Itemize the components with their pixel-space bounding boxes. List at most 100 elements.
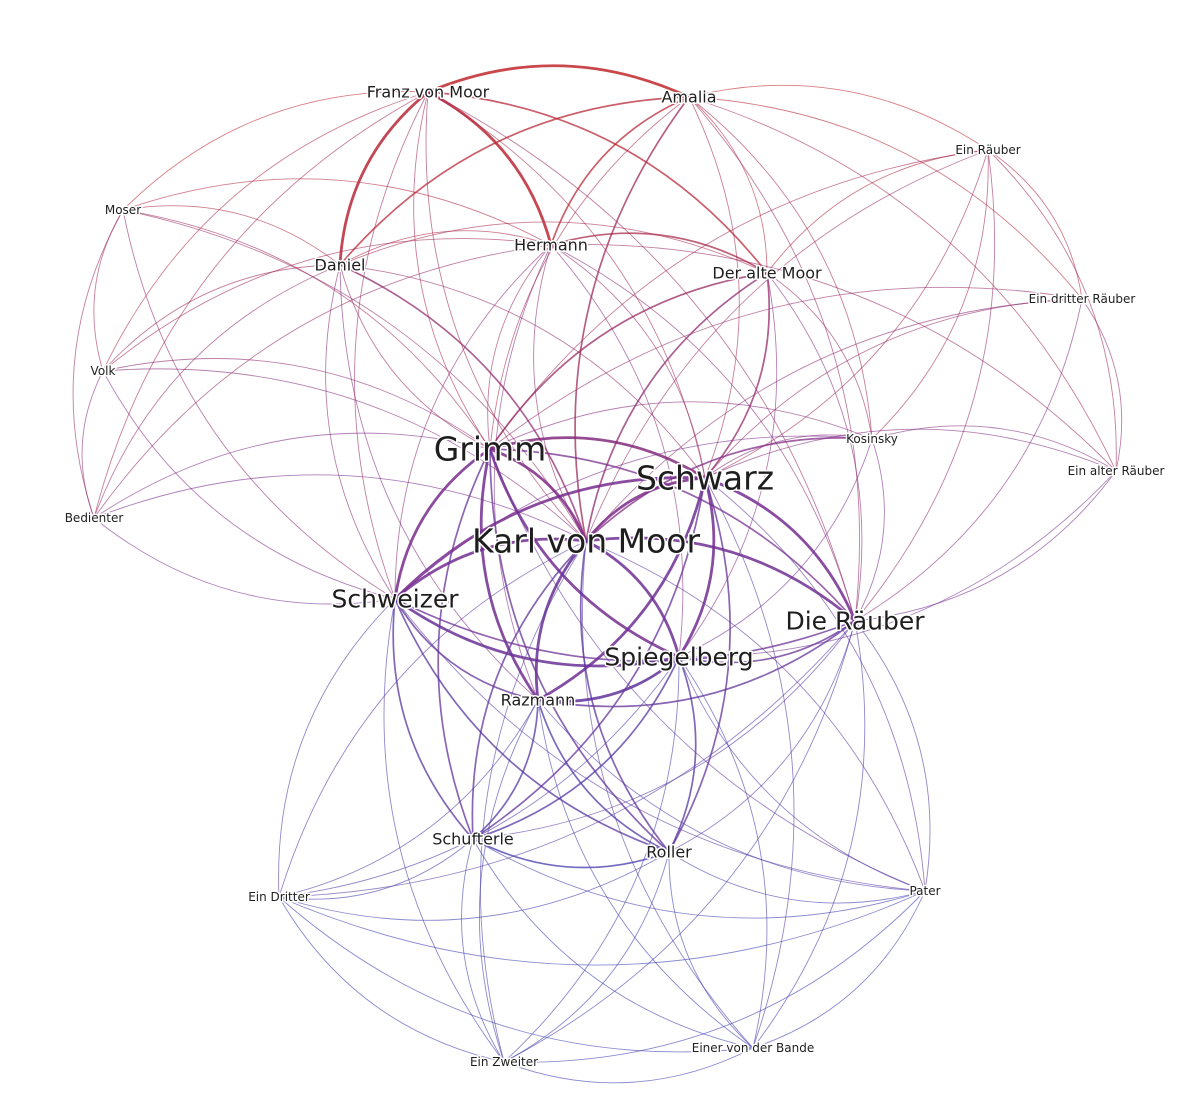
edge-daniel-grimm [339, 264, 491, 450]
node-label-bedienter[interactable]: Bedienter [63, 510, 125, 527]
node-label-schweizer[interactable]: Schweizer [330, 583, 461, 615]
node-label-moser[interactable]: Moser [103, 202, 142, 219]
edge-altemoor-spiegelberg [678, 272, 778, 658]
edge-hermann-raeuber [550, 244, 856, 622]
node-label-daniel[interactable]: Daniel [313, 254, 367, 276]
edge-volk-schweizer [102, 370, 396, 600]
edge-roller-einerbande [668, 851, 754, 1049]
node-label-eindritter[interactable]: Ein Dritter [247, 889, 312, 906]
node-label-franz[interactable]: Franz von Moor [365, 81, 491, 103]
edge-alterraeuber-spiegelberg [678, 470, 1117, 658]
edge-dritterraeuber-alterraeuber [1081, 298, 1123, 472]
edge-schwarz-spiegelberg [677, 477, 716, 658]
edge-volk-karl [102, 368, 587, 542]
edge-roller-einzweiter [503, 851, 670, 1063]
edge-moser-bedienter [72, 209, 124, 519]
edge-raeuber-einerbande [752, 620, 866, 1049]
node-label-schwarz[interactable]: Schwarz [634, 457, 775, 499]
edge-volk-hermann [102, 238, 552, 372]
edge-schwarz-einerbande [704, 477, 795, 1049]
edge-franz-karl [425, 91, 587, 542]
edge-razmann-roller [537, 699, 670, 853]
edge-dritterraeuber-raeuber [854, 298, 1083, 622]
edge-daniel-hermann [339, 230, 552, 266]
edge-schufterle-roller [472, 838, 670, 869]
edge-schweizer-pater [394, 598, 926, 892]
node-label-grimm[interactable]: Grimm [432, 428, 548, 470]
edge-karl-roller [579, 540, 670, 853]
edge-einraeuber-kosinsky [871, 149, 989, 440]
node-label-razmann[interactable]: Razmann [499, 689, 577, 711]
edge-razmann-einzweiter [478, 699, 539, 1063]
edge-amalia-altemoor [688, 96, 768, 274]
edge-moser-volk [93, 209, 124, 372]
node-label-dritterraeuber[interactable]: Ein dritter Räuber [1027, 291, 1137, 308]
node-label-altemoor[interactable]: Der alte Moor [711, 262, 824, 284]
node-label-alterraeuber[interactable]: Ein alter Räuber [1066, 463, 1166, 480]
edge-amalia-raeuber [688, 96, 860, 622]
edge-altemoor-karl [585, 272, 768, 542]
edge-schweizer-roller [394, 598, 670, 853]
node-label-amalia[interactable]: Amalia [660, 86, 718, 108]
edge-einerbande-pater [752, 890, 926, 1049]
node-label-schufterle[interactable]: Schufterle [431, 828, 516, 850]
edge-daniel-schweizer [325, 264, 396, 600]
edge-volk-grimm [102, 358, 491, 450]
edge-moser-grimm [122, 209, 491, 450]
edge-schufterle-eindritter [278, 838, 474, 900]
node-label-einraeuber[interactable]: Ein Räuber [954, 142, 1022, 159]
edge-einzweiter-pater [503, 890, 926, 1063]
edge-hermann-razmann [493, 244, 552, 701]
edge-amalia-schwarz [688, 96, 740, 479]
edge-kosinsky-schwarz [704, 434, 873, 479]
edge-raeuber-pater [854, 620, 931, 892]
node-label-roller[interactable]: Roller [645, 841, 694, 863]
node-label-karl[interactable]: Karl von Moor [470, 520, 701, 562]
edge-daniel-altemoor [339, 221, 768, 274]
edge-hermann-spiegelberg [550, 244, 684, 658]
edge-karl-pater [585, 540, 926, 892]
edge-moser-karl [122, 209, 587, 542]
edge-amalia-hermann [550, 96, 690, 246]
edge-schwarz-schufterle [472, 477, 706, 840]
node-label-raeuber[interactable]: Die Räuber [784, 605, 927, 637]
edge-raeuber-roller [668, 620, 856, 853]
edge-razmann-einerbande [537, 699, 754, 1049]
edge-schwarz-schweizer [394, 476, 706, 600]
edge-grimm-karl [489, 447, 588, 542]
node-label-spiegelberg[interactable]: Spiegelberg [603, 641, 755, 673]
edge-raeuber-eindritter [278, 620, 856, 898]
edge-karl-schweizer [394, 537, 587, 601]
edge-schwarz-pater [704, 477, 926, 892]
edge-spiegelberg-pater [678, 656, 926, 892]
edge-roller-pater [668, 851, 926, 904]
node-label-einerbande[interactable]: Einer von der Bande [690, 1040, 815, 1057]
edge-volk-bedienter [81, 370, 104, 519]
edge-moser-schweizer [122, 209, 396, 600]
edge-franz-hermann [427, 90, 553, 246]
node-label-pater[interactable]: Pater [908, 883, 942, 900]
edge-grimm-raeuber [489, 448, 856, 622]
edge-einzweiter-einerbande [503, 1047, 754, 1084]
edge-schwarz-razmann [537, 477, 707, 702]
edge-schweizer-raeuber [394, 598, 856, 663]
edge-moser-daniel [122, 205, 341, 266]
edge-daniel-schwarz [339, 264, 706, 479]
edge-altemoor-kosinsky [766, 272, 873, 440]
edge-grimm-schufterle [437, 448, 491, 840]
edge-razmann-pater [537, 699, 926, 892]
edge-altemoor-grimm [489, 272, 768, 450]
edge-schweizer-schufterle [392, 598, 474, 840]
edge-daniel-karl [339, 264, 587, 542]
edge-alterraeuber-raeuber [854, 470, 1117, 622]
edge-raeuber-razmann [537, 620, 856, 708]
node-label-volk[interactable]: Volk [89, 363, 117, 380]
edge-karl-spiegelberg [585, 539, 681, 658]
edge-franz-volk [102, 91, 429, 372]
edge-kosinsky-karl [585, 437, 873, 542]
node-label-kosinsky[interactable]: Kosinsky [845, 431, 900, 448]
node-label-einzweiter[interactable]: Ein Zweiter [468, 1054, 539, 1071]
edge-amalia-dritterraeuber [688, 96, 1083, 300]
node-label-hermann[interactable]: Hermann [513, 234, 590, 256]
